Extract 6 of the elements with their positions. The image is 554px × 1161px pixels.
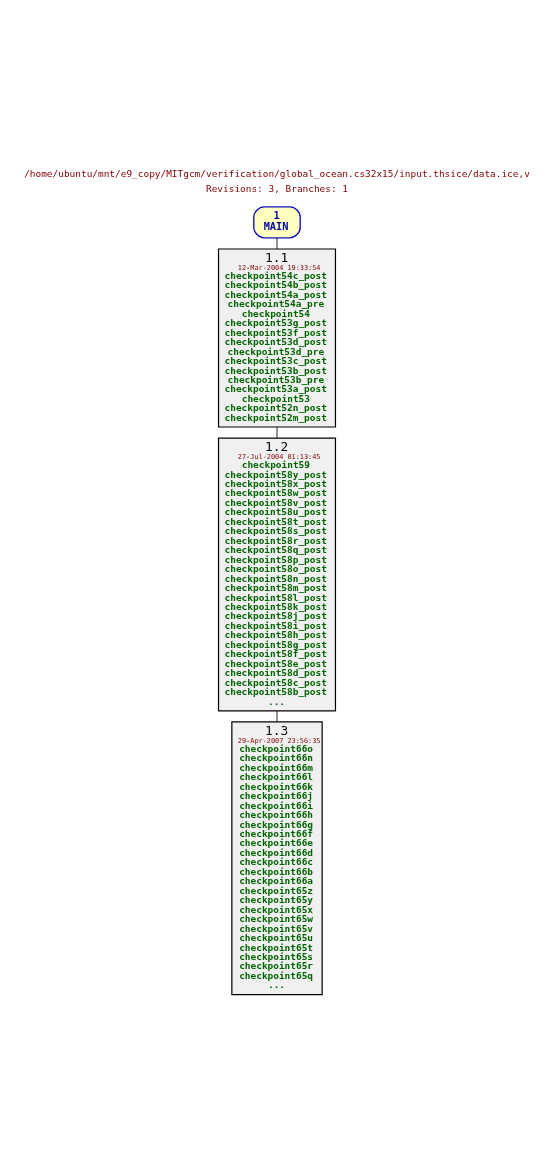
connector [276, 237, 278, 250]
node-box: 1 MAIN [253, 206, 301, 239]
connector [276, 710, 278, 722]
label: Revisions: 3, Branches: 1 [205, 183, 349, 195]
diagram-title: /home/ubuntu/mnt/e9_copy/MITgcm/verification/global_ocean.cs32x15/input.thsice/data.ice,v [24, 168, 530, 180]
connector [276, 426, 278, 439]
